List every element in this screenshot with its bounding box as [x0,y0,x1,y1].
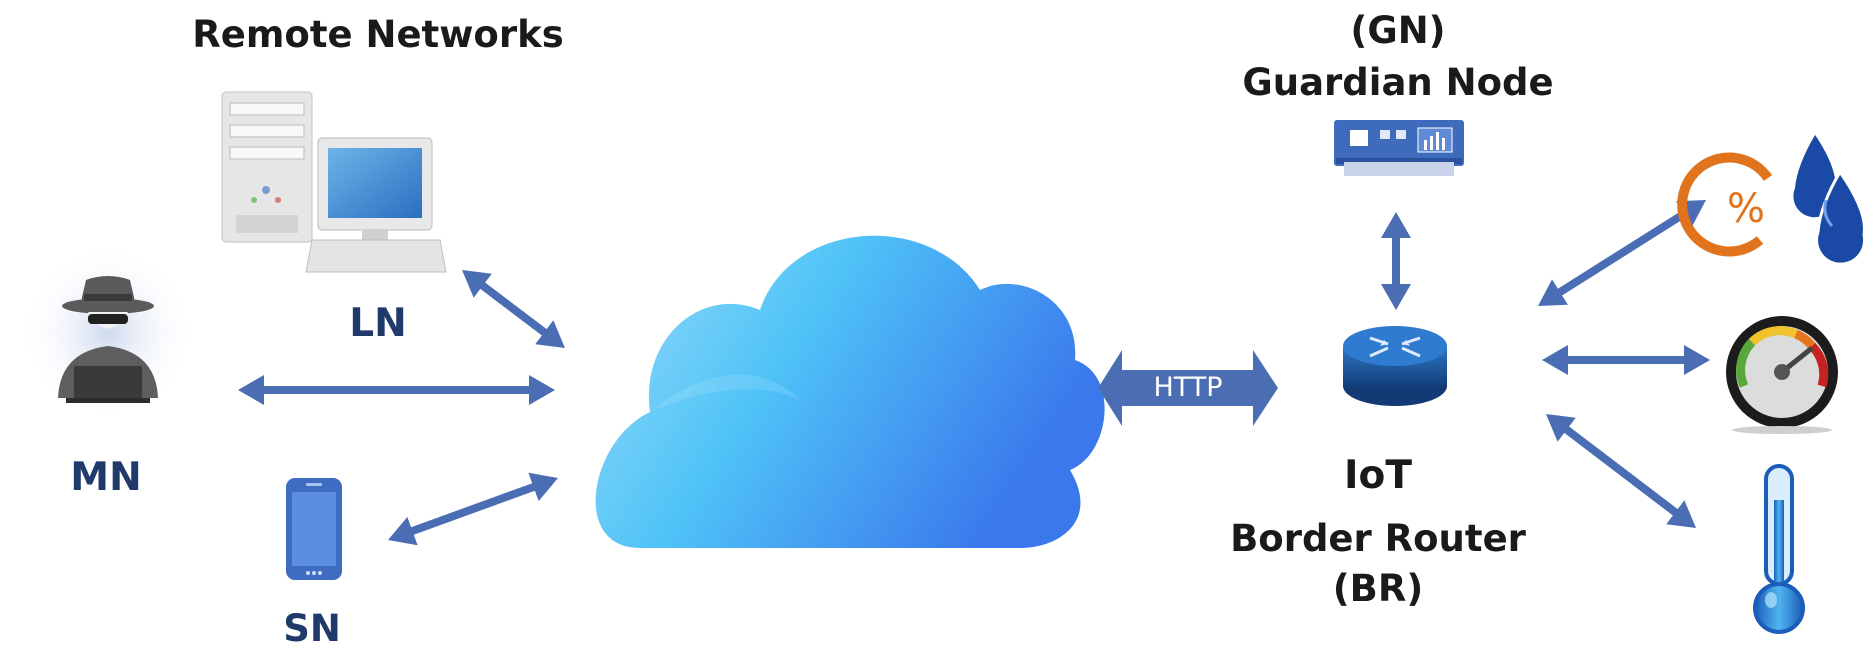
gauge-sensor-icon [1726,316,1838,434]
arrow-br-pressure [1542,345,1710,375]
ln-label: LN [349,301,407,346]
arrow-br-temperature [1546,414,1696,528]
arrow-br-humidity [1538,200,1706,306]
mn-label: MN [70,455,142,500]
arrow-gn-br [1381,212,1411,310]
desktop-computer-icon [221,91,447,273]
remote-networks-label: Remote Networks [192,13,564,56]
humidity-sensor-icon: % [1677,131,1867,266]
iot-label: IoT [1344,453,1412,498]
border-router-label: Border Router [1230,517,1526,560]
smartphone-icon [286,478,342,580]
sn-label: SN [283,607,341,650]
gn-abbr-label: (GN) [1350,9,1446,52]
network-device-icon [1334,120,1464,176]
router-icon [1343,326,1447,406]
guardian-node-label: Guardian Node [1242,61,1554,104]
cloud-icon [595,235,1105,549]
arrow-ln-cloud [462,270,565,348]
connection-arrows [238,200,1710,546]
thermometer-sensor-icon [1753,464,1805,634]
hacker-icon [20,244,196,420]
svg-text:%: % [1727,186,1765,232]
http-arrow [1098,350,1278,426]
arrow-mn-cloud [238,375,555,405]
http-label: HTTP [1153,372,1223,403]
br-abbr-label: (BR) [1332,567,1424,610]
arrow-sn-cloud [388,472,558,546]
